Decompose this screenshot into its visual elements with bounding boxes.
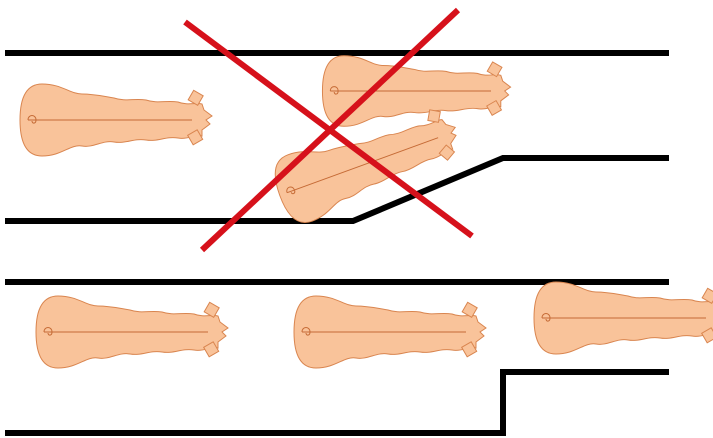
- channel-wall-bottom-lower: [5, 372, 669, 433]
- object-top-1: [20, 84, 212, 156]
- object-bottom-2: [294, 296, 486, 368]
- scenario-bottom: [5, 282, 713, 433]
- scenario-top: [5, 10, 669, 250]
- object-bottom-1: [36, 296, 228, 368]
- object-bottom-3: [534, 282, 713, 354]
- object-top-2: [322, 56, 510, 127]
